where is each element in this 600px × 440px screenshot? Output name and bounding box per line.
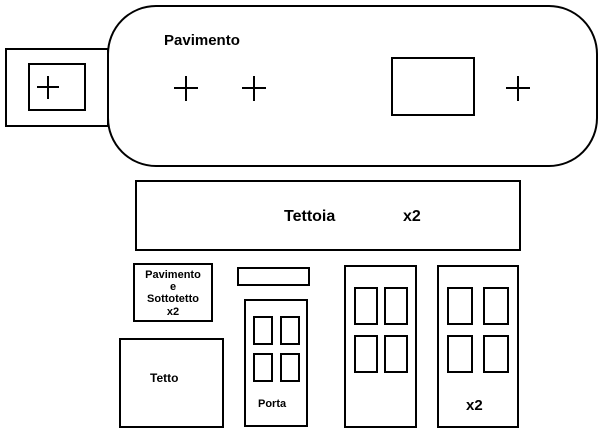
door-right-pane [483,335,509,373]
plus-icon [37,76,59,99]
tetto-label: Tetto [150,371,178,385]
pavimento-sottotetto-panel [133,263,213,322]
tetto-panel [119,338,224,428]
door-right-qty: x2 [466,397,483,414]
door-middle-pane [354,335,378,373]
door-middle-pane [384,335,408,373]
floor-piece [107,5,598,167]
door-right-pane [447,335,473,373]
floor-window [391,57,475,116]
door-lintel [237,267,310,286]
door-right [437,265,519,428]
porta-pane [253,353,273,382]
pavimento-sottotetto-line1: Pavimento [145,269,201,281]
tettoia-label: Tettoia [284,208,335,225]
door-right-pane [483,287,509,325]
porta-pane [253,316,273,345]
pavimento-sottotetto-line2: e [170,281,176,293]
door-middle [344,265,417,428]
pavimento-sottotetto-line3: Sottotetto [147,293,199,305]
porta-label: Porta [258,398,287,410]
door-middle-pane [354,287,378,325]
porta-pane [280,353,300,382]
porta-pane [280,316,300,345]
pavimento-sottotetto-line4: x2 [167,306,179,318]
porta-door [244,299,308,427]
door-right-pane [447,287,473,325]
door-middle-pane [384,287,408,325]
plus-icon [174,76,198,101]
tettoia-qty: x2 [403,208,421,225]
tab-inner [28,63,86,111]
pavimento-label: Pavimento [164,32,240,49]
plus-icon [242,76,266,101]
tettoia-strip [135,180,521,251]
plus-icon [506,76,530,101]
